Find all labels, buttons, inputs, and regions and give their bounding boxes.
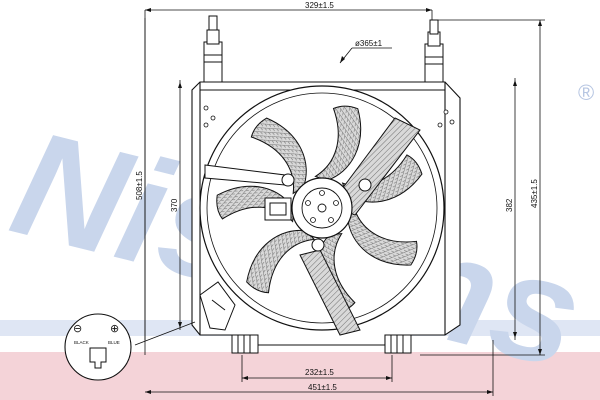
wire-harness-plug [199,281,236,331]
hub-bolts [305,190,339,223]
dim-inner-height-right: 382 [505,198,514,212]
dimension-lines [144,9,545,396]
bottom-mount-left [231,334,259,354]
motor-bracket [264,173,372,252]
watermark-registered-mark: ® [578,80,594,105]
fan-shroud-inner [206,92,438,324]
dim-overall-height-left: 508±1.5 [135,171,144,200]
dim-shroud-diameter: ø365±1 [355,39,383,48]
dim-bottom-mount-spacing: 232±1.5 [305,368,334,377]
top-pipe-right [424,19,444,83]
connector-minus-symbol: ⊖ [73,322,82,335]
fan-hub-center [317,203,327,213]
fan-blade [347,207,418,266]
dim-top-pipe-spacing: 329±1.5 [305,1,334,10]
dimension-arrowheads [145,8,542,394]
dim-inner-height-left: 370 [170,198,179,212]
connector-plus-symbol: ⊕ [110,322,119,335]
fan-blade [250,117,307,195]
dim-overall-width: 451±1.5 [308,383,337,392]
connector-detail: ⊖ ⊕ BLACK BLUE [64,313,196,381]
fan-blade [314,105,362,181]
connector-wire-blue-label: BLUE [108,340,120,345]
fan-blade [246,229,316,294]
connector-plug-shape [89,347,107,369]
connector-detail-circle [64,313,132,381]
dim-overall-height-right: 435±1.5 [530,179,539,208]
motor-support-arm [204,117,421,336]
top-pipe-left [203,15,223,83]
bottom-mount-right [384,334,412,354]
frame-holes [203,105,455,128]
connector-wire-black-label: BLACK [74,340,89,345]
